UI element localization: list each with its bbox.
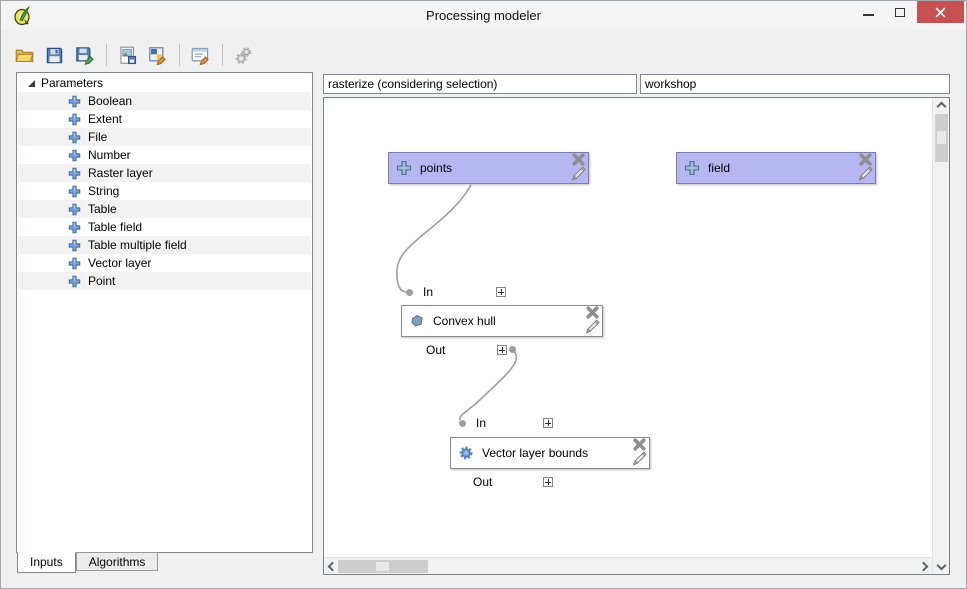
model-canvas[interactable]: points field In Convex hull Out In [323,97,950,575]
add-parameter-icon [68,203,81,216]
add-parameter-icon [68,131,81,144]
add-parameter-icon [68,149,81,162]
expand-outputs-button[interactable] [497,345,507,355]
edit-node-icon[interactable] [857,165,874,182]
edit-help-icon [191,47,209,65]
scroll-down-icon[interactable] [936,560,947,571]
add-parameter-icon [68,95,81,108]
modeler-toolbar [10,40,259,70]
sidebar-item-table[interactable]: Table [18,200,311,218]
maximize-button[interactable] [885,1,915,23]
scroll-right-icon[interactable] [918,561,929,572]
out-port-label: Out [473,475,493,489]
sidebar-item-boolean[interactable]: Boolean [18,92,311,110]
convex-hull-icon [409,313,425,329]
connection-dot [509,346,516,353]
maximize-icon [895,7,905,17]
export-image-button[interactable] [113,42,141,68]
scroll-left-icon[interactable] [327,561,338,572]
sidebar-item-string[interactable]: String [18,182,311,200]
scroll-grip [376,562,389,571]
minimize-icon [862,14,874,16]
toolbar-separator [106,44,107,66]
parameters-tree: Parameters Boolean Extent File Number Ra… [18,74,311,551]
save-icon [46,47,62,63]
open-folder-icon [15,49,33,62]
node-label: points [420,161,453,175]
qgis-logo-icon [14,5,30,26]
edit-node-icon[interactable] [631,450,648,467]
sidebar-item-raster-layer[interactable]: Raster layer [18,164,311,182]
minimize-button[interactable] [853,1,883,23]
save-model-as-button[interactable] [70,42,98,68]
open-model-button[interactable] [10,42,38,68]
run-model-button[interactable] [229,42,257,68]
run-model-gears-icon [234,46,251,64]
expander-triangle-icon [28,80,35,87]
save-as-icon [75,46,94,65]
horizontal-scroll-thumb[interactable] [338,560,428,573]
expand-inputs-button[interactable] [543,418,553,428]
expand-outputs-button[interactable] [543,477,553,487]
add-parameter-icon [68,275,81,288]
close-button[interactable] [917,1,964,23]
model-group-input[interactable] [640,74,950,94]
sidebar-item-number[interactable]: Number [18,146,311,164]
node-label: Convex hull [433,314,496,328]
window-title: Processing modeler [426,8,541,23]
node-label: field [708,161,731,175]
edit-help-button[interactable] [186,42,214,68]
export-python-button[interactable] [143,42,171,68]
gear-icon [458,445,474,461]
inputs-panel: Parameters Boolean Extent File Number Ra… [16,72,313,553]
add-parameter-icon [68,257,81,270]
sidebar-item-vector-layer[interactable]: Vector layer [18,254,311,272]
window-titlebar[interactable]: Processing modeler [1,1,966,30]
add-parameter-icon [68,221,81,234]
sidebar-item-table-multiple-field[interactable]: Table multiple field [18,236,311,254]
in-port-label: In [423,285,434,299]
sidebar-item-point[interactable]: Point [18,272,311,290]
node-label: Vector layer bounds [482,446,589,460]
connection-dot [459,420,466,427]
vertical-scroll-thumb[interactable] [935,114,948,162]
toolbar-separator [222,44,223,66]
sidebar-item-file[interactable]: File [18,128,311,146]
export-image-icon [119,46,136,64]
tree-root-label: Parameters [41,76,104,90]
vertical-scrollbar[interactable] [932,98,949,574]
toolbar-separator [179,44,180,66]
edit-node-icon[interactable] [584,318,601,335]
sidebar-item-extent[interactable]: Extent [18,110,311,128]
scroll-grip [937,131,946,144]
add-parameter-icon [68,113,81,126]
algorithm-node-vector-layer-bounds[interactable]: Vector layer bounds [450,437,650,469]
parameter-plus-icon [396,160,412,176]
tab-algorithms[interactable]: Algorithms [75,552,159,571]
input-node-points[interactable]: points [388,152,589,184]
algorithm-node-convex-hull[interactable]: Convex hull [401,305,603,337]
add-parameter-icon [68,185,81,198]
scroll-up-icon[interactable] [936,101,947,112]
add-parameter-icon [68,167,81,180]
panel-tabs: Inputs Algorithms [17,552,159,573]
edit-node-icon[interactable] [570,165,587,182]
input-node-field[interactable]: field [676,152,876,184]
expand-inputs-button[interactable] [496,287,506,297]
sidebar-item-table-field[interactable]: Table field [18,218,311,236]
connection-dot [406,289,413,296]
model-name-input[interactable] [323,74,637,94]
out-port-label: Out [426,343,446,357]
export-python-icon [148,46,166,65]
parameter-plus-icon [684,160,700,176]
close-icon [935,7,946,17]
add-parameter-icon [68,239,81,252]
in-port-label: In [476,416,487,430]
horizontal-scrollbar[interactable] [324,557,932,574]
tree-root-parameters[interactable]: Parameters [18,74,311,92]
tab-inputs[interactable]: Inputs [17,552,76,573]
save-model-button[interactable] [40,42,68,68]
